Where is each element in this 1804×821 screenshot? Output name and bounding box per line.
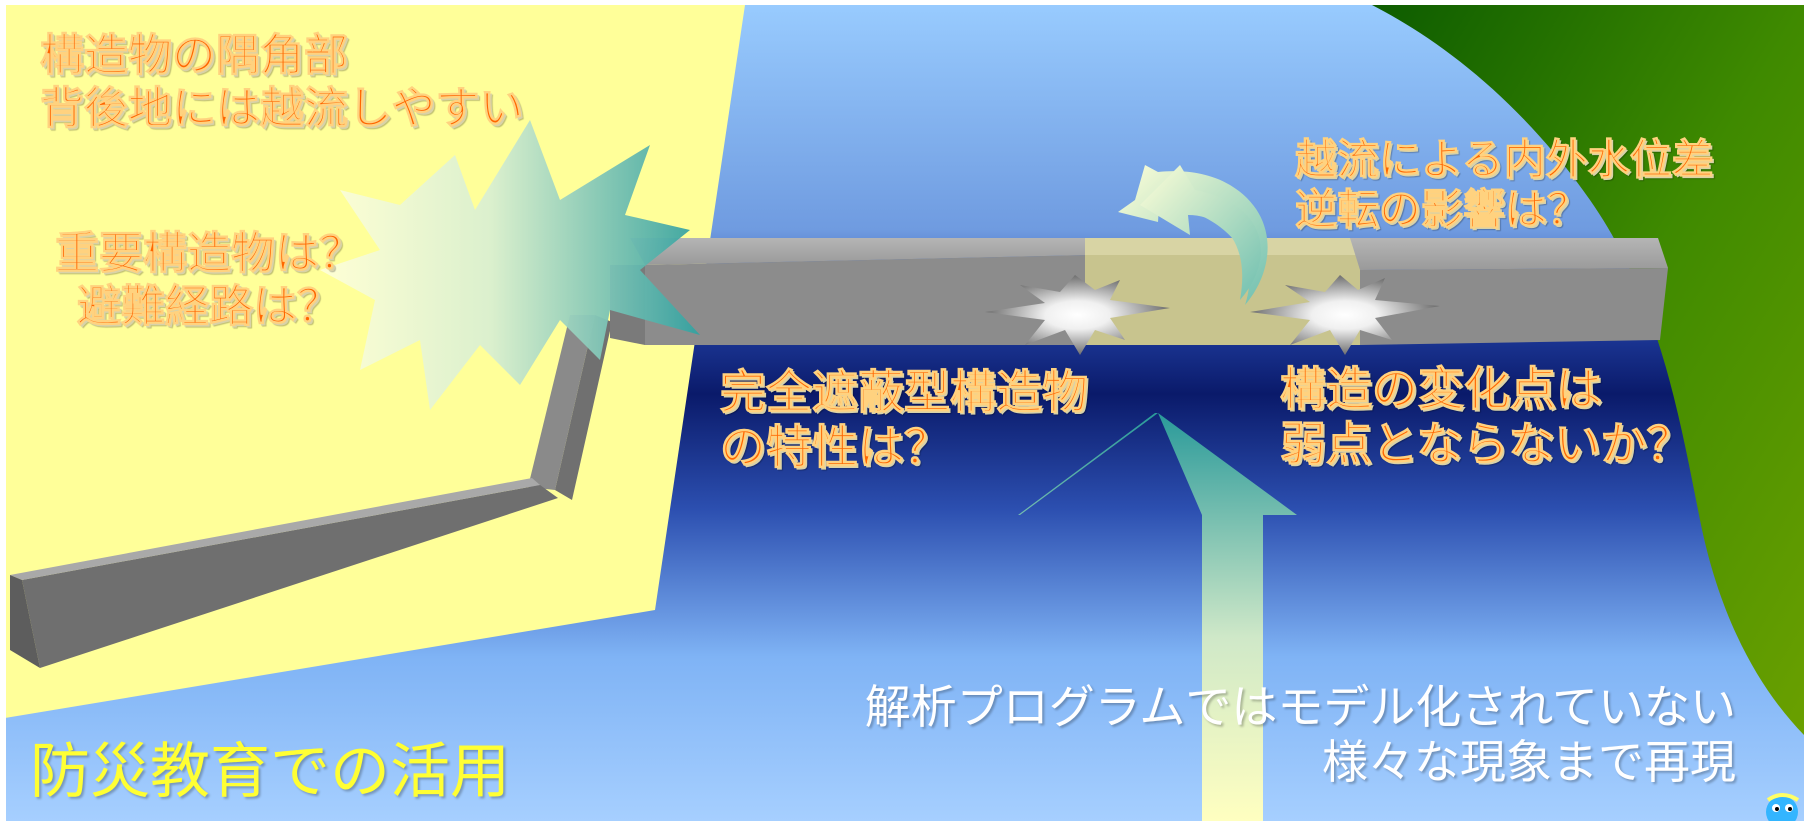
corner-note-line2: 背後地には越流しやすい xyxy=(40,82,525,134)
top-border xyxy=(0,0,1804,5)
analysis-note-line2: 様々な現象まで再現 xyxy=(1322,735,1736,790)
curved-arrow-head xyxy=(1140,165,1261,300)
reversal-note-line1: 越流による内外水位差 xyxy=(1295,134,1715,184)
corner-note: 構造物の隅角部 背後地には越流しやすい xyxy=(40,30,525,136)
important-note: 重要構造物は？ 避難経路は？ xyxy=(55,228,364,334)
complete-barrier-note-line2: の特性は？ xyxy=(720,420,951,475)
complete-barrier-note-line1: 完全遮蔽型構造物 xyxy=(720,364,1089,419)
reversal-note-line2: 逆転の影響は？ xyxy=(1295,185,1590,235)
education-caption: 防災教育での活用 xyxy=(30,737,510,807)
spark-icon xyxy=(1250,275,1440,355)
hillside xyxy=(1372,5,1804,735)
complete-barrier-note: 完全遮蔽型構造物 の特性は？ xyxy=(720,364,1089,475)
important-note-line2: 避難経路は？ xyxy=(77,280,342,332)
l-wall xyxy=(10,315,612,668)
reversal-note: 越流による内外水位差 逆転の影響は？ xyxy=(1295,134,1715,236)
gate-section xyxy=(1085,255,1360,345)
change-point-note-line1: 構造の変化点は xyxy=(1280,361,1603,416)
burst-icon xyxy=(320,120,700,410)
important-note-line1: 重要構造物は？ xyxy=(55,228,364,280)
analysis-note: 解析プログラムではモデル化されていない 様々な現象まで再現 xyxy=(865,680,1736,790)
analysis-note-line1: 解析プログラムではモデル化されていない xyxy=(864,680,1736,734)
spark-icon xyxy=(985,275,1170,355)
character-icon xyxy=(1766,793,1800,821)
change-point-note-line2: 弱点とならないか？ xyxy=(1280,417,1694,472)
change-point-note: 構造の変化点は 弱点とならないか？ xyxy=(1280,361,1694,472)
upper-wall xyxy=(610,238,1668,345)
left-border xyxy=(0,0,6,821)
corner-note-line1: 構造物の隅角部 xyxy=(40,30,349,82)
up-arrow-icon xyxy=(1018,413,1297,821)
